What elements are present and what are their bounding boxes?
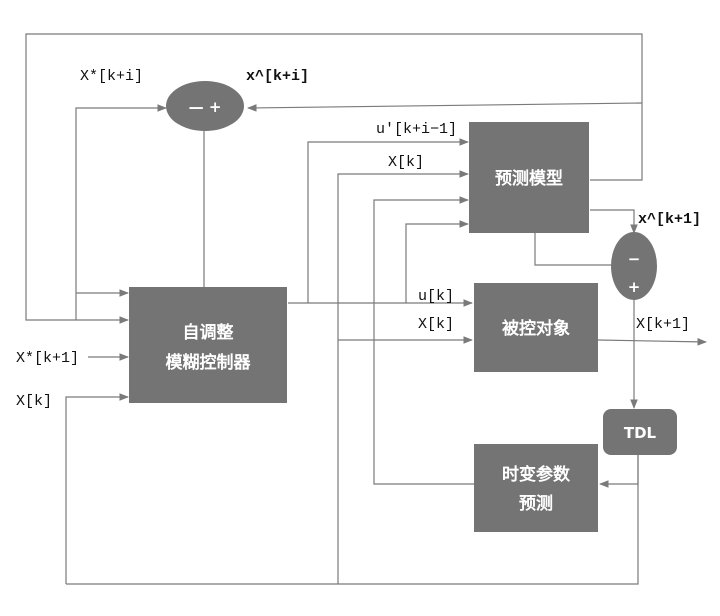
wire-xk-to-model bbox=[337, 170, 469, 584]
wire-param-to-model bbox=[373, 196, 474, 485]
label-xstar-ki: X*[k+i] bbox=[80, 68, 143, 85]
param-prediction-label-1: 时变参数 bbox=[502, 464, 571, 485]
controller-block: 自调整 模糊控制器 bbox=[129, 287, 287, 403]
wire-xhat-to-summer bbox=[247, 102, 643, 112]
param-prediction-rect bbox=[474, 444, 598, 532]
label-x-k1: X[k+1] bbox=[636, 316, 690, 333]
controller-rect bbox=[129, 287, 287, 403]
signal-labels: X*[k+i] x^[k+i] u'[k+i−1] X[k] x^[k+1] u… bbox=[16, 68, 701, 410]
wire-object-out bbox=[597, 338, 707, 346]
wire-uprime-to-model bbox=[307, 138, 469, 303]
controller-label-2: 模糊控制器 bbox=[166, 352, 252, 373]
right-summer-ellipse bbox=[611, 232, 657, 300]
label-uprime: u'[k+i−1] bbox=[376, 121, 457, 138]
wire-model-to-summer-top bbox=[590, 209, 638, 234]
top-summer-signs: — + bbox=[189, 98, 222, 116]
wire-tdl-to-param bbox=[599, 455, 639, 488]
wire-xstar-to-summer bbox=[75, 104, 167, 320]
wire-outer-feedback bbox=[25, 33, 643, 324]
controlled-object-label: 被控对象 bbox=[502, 318, 570, 339]
controlled-object-rect bbox=[474, 283, 598, 372]
label-xk-left: X[k] bbox=[16, 393, 52, 410]
tdl-rect bbox=[603, 409, 677, 455]
right-summer: − + bbox=[611, 232, 657, 300]
top-summer: — + bbox=[166, 81, 244, 131]
label-xhat-ki: x^[k+i] bbox=[246, 68, 309, 85]
prediction-model-rect bbox=[469, 122, 589, 233]
tdl-block: TDL bbox=[603, 409, 677, 455]
param-prediction-block: 时变参数 预测 bbox=[474, 444, 598, 532]
prediction-model-block: 预测模型 bbox=[469, 122, 589, 233]
wire-xk-left-in bbox=[65, 393, 129, 584]
top-summer-ellipse bbox=[166, 81, 244, 131]
wire-model-to-summer-left bbox=[534, 233, 612, 266]
right-summer-minus: − bbox=[628, 250, 641, 268]
label-uk: u[k] bbox=[418, 288, 454, 305]
wires bbox=[25, 33, 707, 585]
param-prediction-label-2: 预测 bbox=[519, 493, 553, 514]
label-xk-model: X[k] bbox=[388, 154, 424, 171]
wire-object-to-model bbox=[405, 220, 469, 303]
wire-bottom-return bbox=[66, 455, 639, 585]
label-xstar-k1: X*[k+1] bbox=[16, 350, 79, 367]
controlled-object-block: 被控对象 bbox=[474, 283, 598, 372]
controller-label-1: 自调整 bbox=[183, 322, 234, 343]
right-summer-plus: + bbox=[628, 278, 641, 296]
tdl-label: TDL bbox=[624, 424, 657, 442]
label-xhat-k1: x^[k+1] bbox=[638, 211, 701, 228]
prediction-model-label: 预测模型 bbox=[495, 168, 563, 189]
label-xk-object: X[k] bbox=[418, 316, 454, 333]
